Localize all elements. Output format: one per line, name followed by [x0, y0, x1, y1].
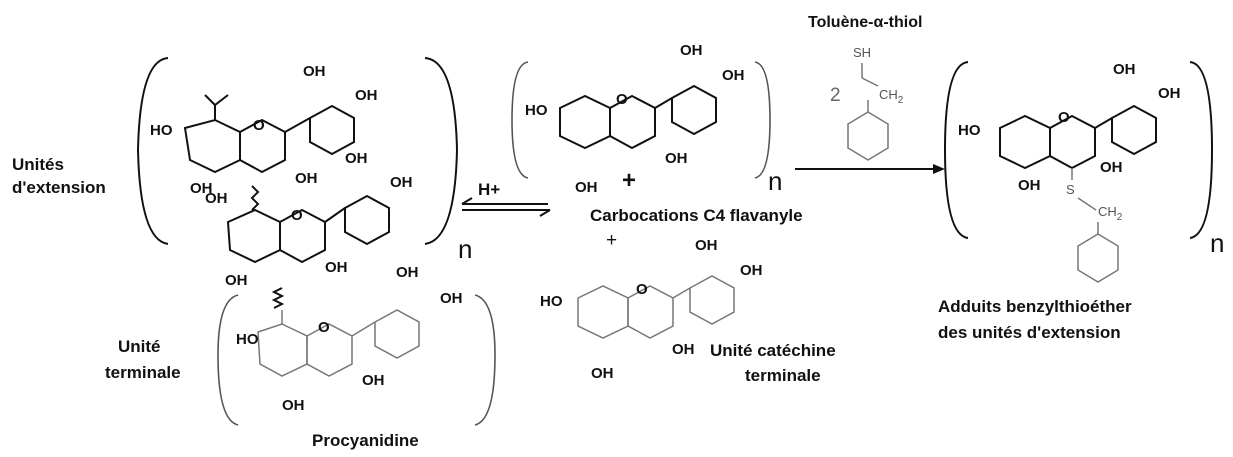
svg-text:OH: OH	[303, 63, 326, 80]
carbocation-c-ring	[609, 94, 656, 150]
svg-text:O: O	[636, 281, 648, 298]
adduct-c-ring	[1049, 114, 1096, 170]
svg-text:OH: OH	[680, 42, 703, 59]
svg-text:CH2: CH2	[1098, 204, 1123, 223]
svg-text:OH: OH	[672, 341, 695, 358]
catechin-c-ring	[627, 285, 674, 339]
svg-text:OH: OH	[695, 237, 718, 254]
adduct-a-ring	[999, 114, 1051, 170]
bracket-left-carbocation	[511, 61, 529, 179]
bracket-left-adduct	[943, 61, 969, 239]
svg-text:OH: OH	[282, 397, 305, 414]
svg-text:S: S	[1066, 182, 1075, 197]
upper-c-ring	[239, 118, 286, 174]
wavy-bond-1	[250, 185, 260, 211]
label-terminal-unit-line2: terminale	[105, 363, 181, 382]
svg-text:OH: OH	[362, 372, 385, 389]
svg-text:OH: OH	[390, 174, 413, 191]
subscript-n-adduct: n	[1210, 228, 1224, 258]
carbocation-structure: n HO O OH OH OH OH +	[511, 42, 782, 196]
label-h-plus: H+	[478, 180, 500, 199]
svg-text:HO: HO	[540, 293, 563, 310]
cation-plus-sign: +	[622, 167, 636, 194]
svg-text:O: O	[616, 91, 628, 108]
svg-text:OH: OH	[665, 150, 688, 167]
svg-text:SH: SH	[853, 45, 871, 60]
reagent-coefficient: 2	[830, 85, 841, 106]
svg-text:OH: OH	[325, 259, 348, 276]
label-carbocations: Carbocations C4 flavanyle	[590, 206, 803, 225]
svg-text:OH: OH	[225, 272, 248, 289]
upper-a-ring	[183, 118, 241, 174]
terminal-b-ring	[374, 309, 420, 359]
label-toluene-thiol: Toluène-α-thiol	[808, 14, 922, 31]
svg-text:OH: OH	[295, 170, 318, 187]
bracket-right-extension	[424, 57, 459, 245]
upper-b-ring	[309, 104, 355, 156]
equilibrium-arrows: H+	[461, 180, 551, 217]
plus-sign-center: +	[606, 230, 617, 251]
terminal-a-ring	[257, 323, 308, 377]
label-adducts-line1: Adduits benzylthioéther	[938, 297, 1132, 316]
wavy-bond-2	[271, 287, 285, 309]
adduct-b-ring	[1111, 104, 1157, 156]
svg-text:HO: HO	[525, 102, 548, 119]
carbocation-b-ring	[671, 84, 717, 136]
svg-text:OH: OH	[440, 290, 463, 307]
svg-text:OH: OH	[591, 365, 614, 382]
svg-text:OH: OH	[1113, 61, 1136, 78]
bracket-right-adduct	[1189, 61, 1214, 239]
adduct-structure: n HO O OH OH OH OH OH S CH2	[943, 61, 1224, 283]
svg-text:CH2: CH2	[879, 87, 904, 106]
catechin-b-ring	[689, 275, 735, 325]
catechin-terminal-structure: HO O OH OH OH OH	[540, 237, 763, 382]
svg-text:OH: OH	[396, 264, 419, 281]
label-catechin-terminal-line1: Unité catéchine	[710, 341, 836, 360]
bracket-right-carbocation	[754, 61, 771, 179]
svg-text:OH: OH	[355, 87, 378, 104]
svg-text:O: O	[318, 319, 330, 336]
svg-text:OH: OH	[190, 180, 213, 197]
svg-text:HO: HO	[150, 122, 173, 139]
subscript-n-extension: n	[458, 234, 472, 264]
label-adducts-line2: des unités d'extension	[938, 323, 1121, 342]
reaction-arrow	[795, 164, 945, 174]
svg-text:HO: HO	[958, 122, 981, 139]
subscript-n-carbocation: n	[768, 166, 782, 196]
toluene-thiol-structure: SH CH2 2	[830, 45, 904, 161]
svg-text:OH: OH	[205, 190, 228, 207]
benzyl-ring-adduct	[1077, 233, 1119, 283]
catechin-a-ring	[577, 285, 629, 339]
terminal-c-ring	[306, 323, 353, 377]
label-procyanidine: Procyanidine	[312, 431, 419, 450]
svg-text:OH: OH	[1158, 85, 1181, 102]
bracket-right-terminal	[474, 294, 496, 426]
procyanidine-structure: n HO O OH OH OH OH O OH OH OH OH OH	[136, 57, 496, 426]
label-extension-units-line2: d'extension	[12, 178, 106, 197]
svg-text:OH: OH	[740, 262, 763, 279]
label-extension-units-line1: Unités	[12, 155, 64, 174]
svg-text:O: O	[253, 117, 265, 134]
bracket-left-extension	[136, 57, 169, 245]
middle-b-ring	[344, 194, 390, 246]
label-catechin-terminal-line2: terminale	[745, 366, 821, 385]
svg-text:HO: HO	[236, 331, 259, 348]
svg-text:OH: OH	[722, 67, 745, 84]
svg-text:O: O	[1058, 109, 1070, 126]
svg-text:OH: OH	[345, 150, 368, 167]
benzyl-ring-reagent	[847, 111, 889, 161]
upper-linkage-bond	[204, 94, 229, 107]
svg-text:OH: OH	[575, 179, 598, 196]
svg-text:OH: OH	[1100, 159, 1123, 176]
bracket-left-terminal	[217, 294, 239, 426]
middle-a-ring	[226, 208, 281, 264]
label-terminal-unit-line1: Unité	[118, 337, 161, 356]
svg-text:O: O	[291, 207, 303, 224]
carbocation-a-ring	[559, 94, 611, 150]
middle-c-ring	[279, 208, 326, 264]
svg-text:OH: OH	[1018, 177, 1041, 194]
